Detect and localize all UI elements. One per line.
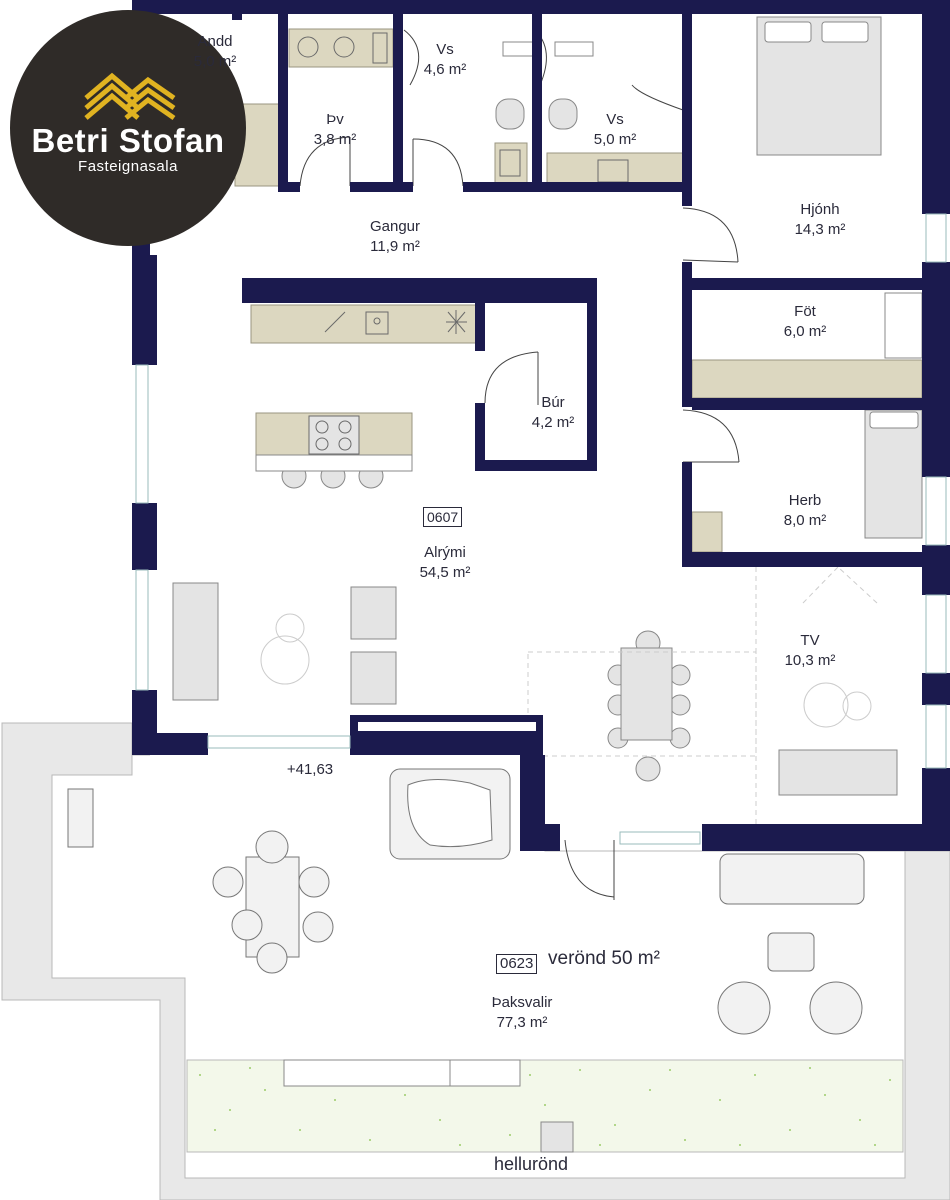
planter-bench [283, 1059, 521, 1087]
wardrobe [884, 292, 923, 359]
master-bed [756, 16, 882, 156]
walls [132, 0, 950, 851]
unit-tag-main: 0607 [423, 507, 463, 527]
terrace-furniture [67, 768, 865, 1035]
door-swings [299, 29, 740, 900]
roof-logo-icon [84, 72, 176, 121]
company-logo: Betri Stofan Fasteignasala [10, 10, 246, 246]
veronda-label: verönd 50 m² [548, 948, 660, 969]
drain [540, 1121, 574, 1153]
logo-subtitle: Fasteignasala [78, 158, 178, 175]
sanitary [495, 41, 594, 130]
elevation-label: +41,63 [286, 761, 334, 778]
hellurond-label: hellurönd [494, 1154, 569, 1174]
logo-name: Betri Stofan [31, 122, 225, 159]
single-bed [864, 409, 923, 539]
unit-tag-terrace: 0623 [496, 954, 538, 974]
